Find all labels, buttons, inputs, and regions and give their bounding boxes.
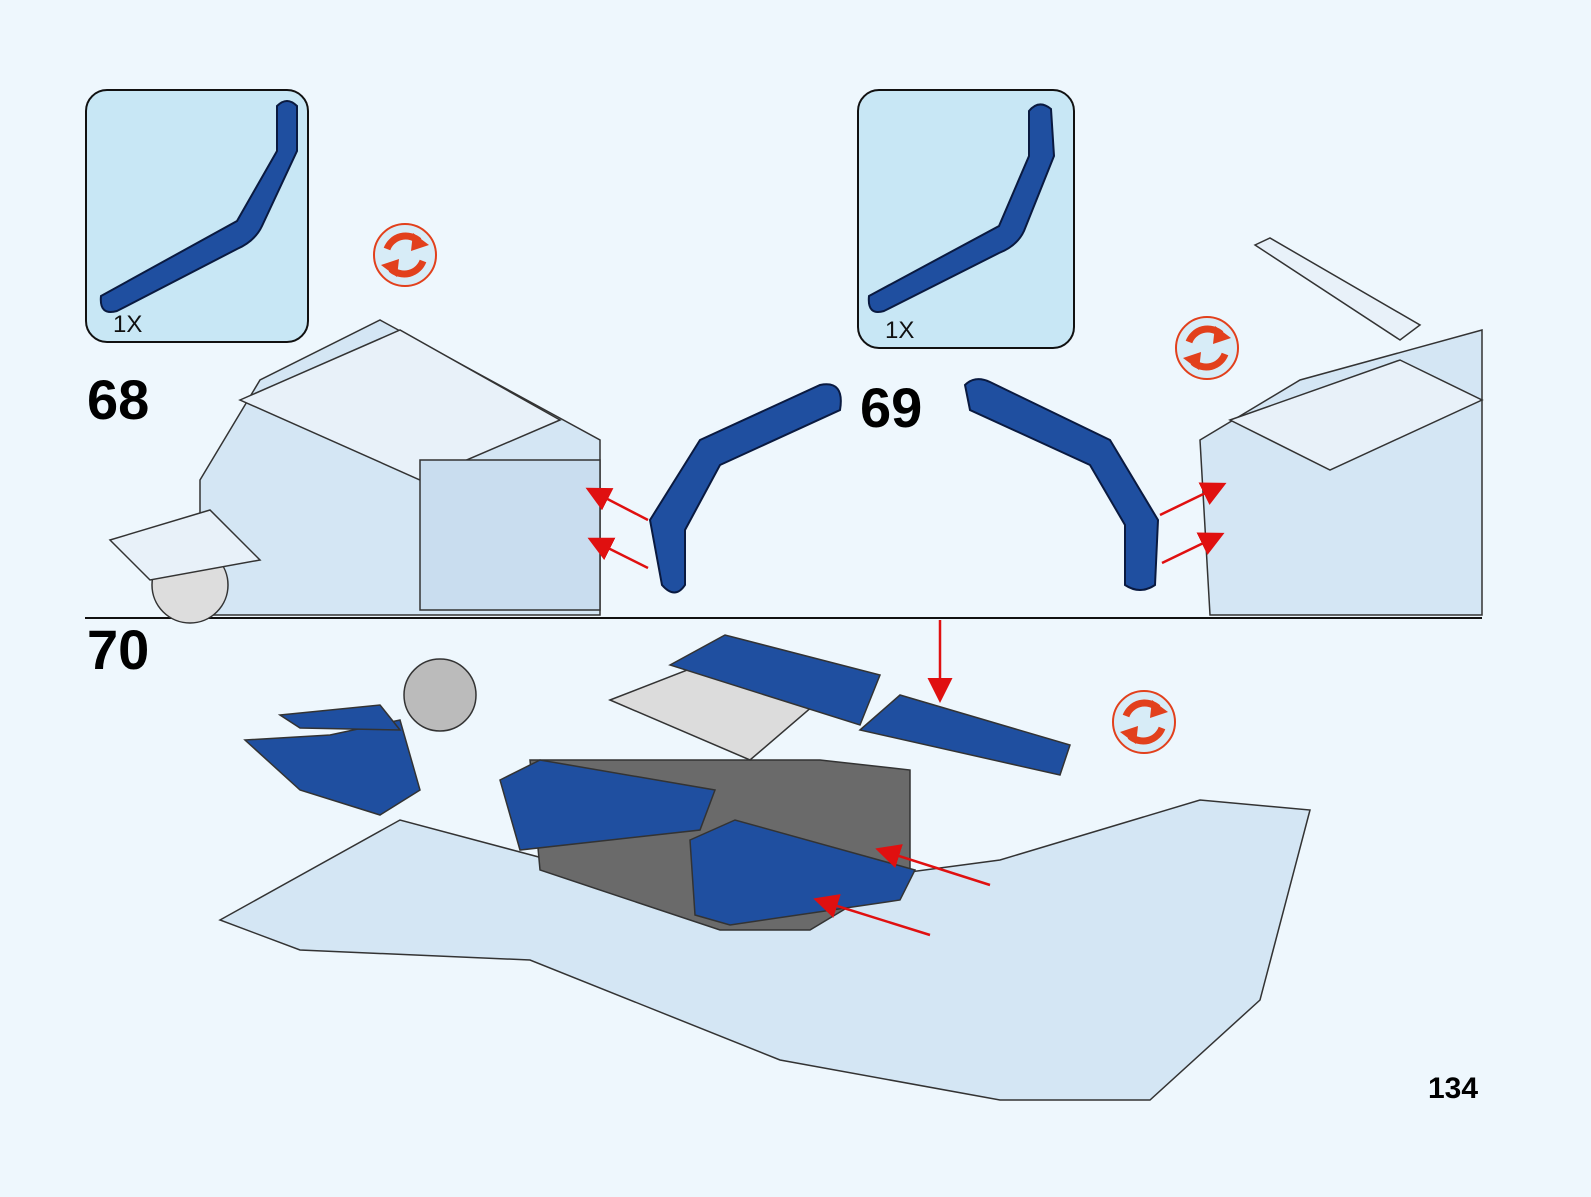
model-step-70 — [218, 634, 1311, 1101]
rotate-model-icon — [1175, 316, 1239, 380]
part-quantity: 1X — [885, 317, 915, 344]
blue-liftarm-step-68 — [648, 383, 842, 594]
part-quantity: 1X — [113, 311, 143, 338]
step-number-70: 70 — [87, 618, 150, 681]
rotate-model-icon — [373, 223, 437, 287]
step-number-69: 69 — [860, 376, 923, 439]
assembly-arrow — [1159, 482, 1227, 517]
model-step-68 — [108, 319, 601, 624]
bent-liftarm-part-icon — [867, 103, 1056, 313]
model-step-69 — [1199, 237, 1484, 616]
assembly-arrow — [585, 487, 649, 522]
assembly-arrow — [813, 894, 931, 937]
parts-callout-step-68: 1X — [85, 89, 309, 343]
page-number: 134 — [1428, 1072, 1479, 1105]
step-divider — [85, 617, 1482, 619]
assembly-arrow — [1161, 532, 1225, 565]
parts-callout-step-69: 1X — [857, 89, 1075, 349]
bent-liftarm-part-icon — [99, 100, 298, 313]
assembly-arrow — [875, 844, 991, 887]
assembly-arrow — [587, 537, 649, 570]
blue-liftarm-step-69 — [963, 378, 1160, 591]
rotate-model-icon — [1112, 690, 1176, 754]
step-number-68: 68 — [87, 368, 150, 431]
